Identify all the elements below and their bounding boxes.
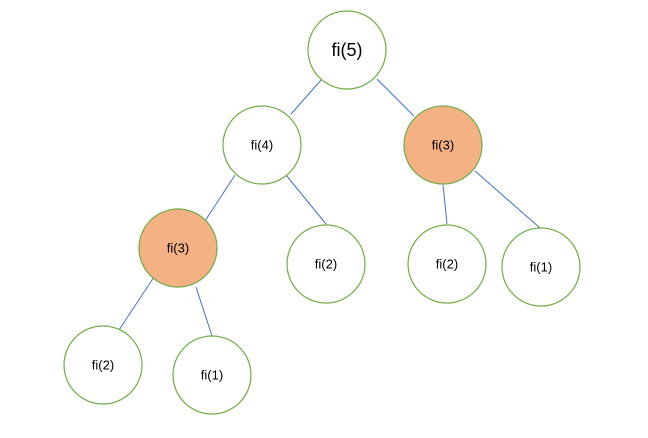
node-label: fi(3) — [167, 241, 189, 256]
node-circle — [222, 105, 302, 185]
edge-root-to-n4 — [290, 78, 323, 115]
edge-root-to-n3-right — [376, 78, 415, 117]
edge-n4-to-n2-mid — [285, 174, 327, 225]
node-n3-right: fi(3) — [403, 105, 483, 185]
node-n3-left: fi(3) — [138, 208, 218, 288]
node-n2-right: fi(2) — [407, 224, 487, 304]
node-label: fi(1) — [530, 260, 552, 275]
node-circle — [63, 325, 143, 405]
node-circle — [407, 224, 487, 304]
edge-n3-left-to-n1-bottom — [195, 286, 213, 337]
node-label: fi(2) — [315, 257, 337, 272]
node-circle — [172, 335, 252, 415]
node-circle — [286, 224, 366, 304]
node-label: fi(1) — [201, 368, 223, 383]
node-n1-bottom: fi(1) — [172, 335, 252, 415]
node-label: fi(2) — [92, 358, 114, 373]
node-n4: fi(4) — [222, 105, 302, 185]
edges-layer — [118, 78, 541, 337]
edge-n3-right-to-n2-right — [442, 184, 448, 225]
node-root: fi(5) — [307, 10, 387, 90]
node-n1-right: fi(1) — [501, 227, 581, 307]
node-label: fi(2) — [436, 257, 458, 272]
edge-n3-left-to-n2-bottom — [118, 276, 155, 331]
node-label: fi(3) — [432, 138, 454, 153]
nodes-layer: fi(5) fi(4) fi(3) fi(3) fi(2) fi(2) fi(1) fi(2)… — [63, 10, 581, 415]
node-label: fi(5) — [332, 40, 363, 60]
node-circle — [138, 208, 218, 288]
node-circle — [403, 105, 483, 185]
node-circle — [501, 227, 581, 307]
edge-n3-right-to-n1-right — [474, 170, 541, 229]
node-n2-bottom: fi(2) — [63, 325, 143, 405]
edge-n4-to-n3-left — [204, 174, 236, 222]
node-circle — [307, 10, 387, 90]
node-label: fi(4) — [251, 138, 273, 153]
node-n2-mid: fi(2) — [286, 224, 366, 304]
